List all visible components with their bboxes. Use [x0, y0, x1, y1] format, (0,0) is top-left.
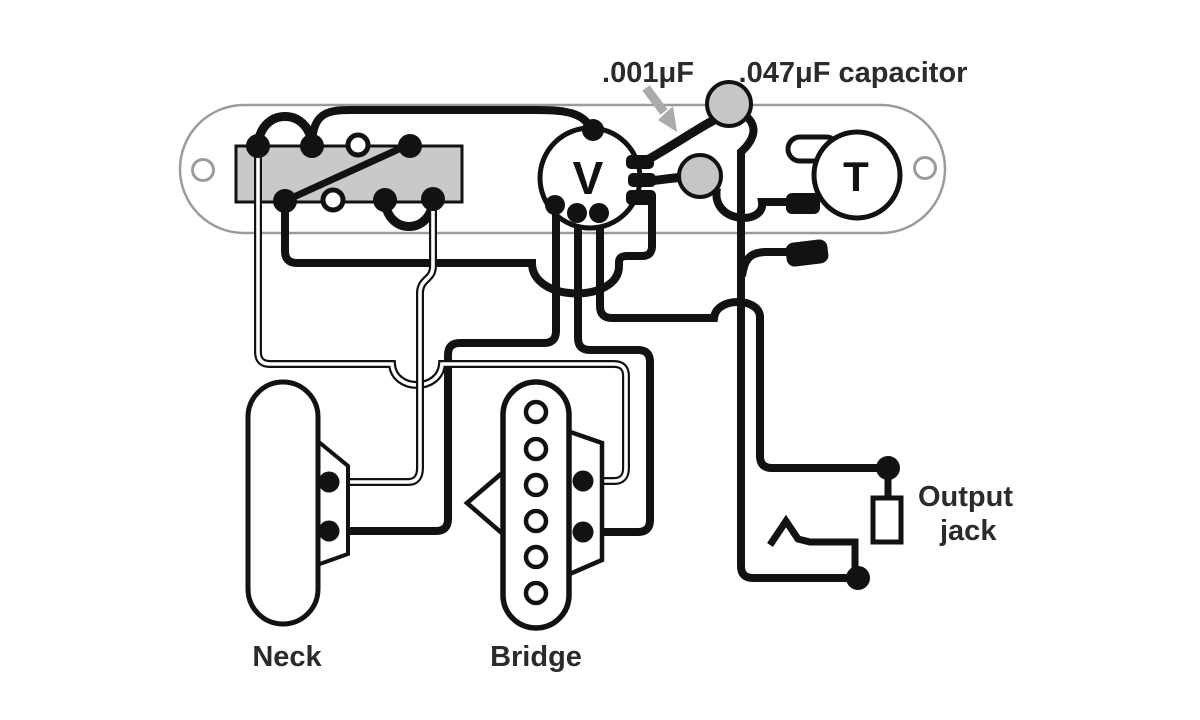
plate-screw-hole-right	[913, 156, 937, 180]
switch-lug	[398, 134, 422, 158]
output-jack-label-line1: Output	[918, 481, 1013, 513]
switch-lug	[300, 134, 324, 158]
tone-lug	[785, 239, 829, 267]
jack-tip-terminal	[876, 456, 900, 480]
wire-volume-input-stub	[641, 192, 655, 203]
tone-pot-label: T	[843, 153, 869, 200]
large-capacitor	[705, 80, 753, 128]
switch-lever-contact	[283, 140, 412, 205]
tone-lug	[786, 193, 820, 214]
wire-neck-hot-core	[340, 204, 435, 484]
volume-pot-label: V	[573, 152, 604, 204]
volume-bottom-lug	[567, 203, 587, 223]
bridge-terminal-ground	[572, 521, 594, 543]
large-cap-label: .047μF capacitor	[739, 57, 968, 89]
wire-neck-ground	[338, 208, 560, 535]
switch-lug	[273, 189, 297, 213]
neck-pickup	[245, 379, 321, 627]
small-capacitor	[677, 153, 723, 199]
bridge-pickup	[500, 379, 572, 631]
wire-bridge-ground	[574, 215, 654, 536]
bridge-pole-pieces	[523, 399, 549, 606]
switch-lug	[246, 134, 270, 158]
output-jack-label-line2: jack	[939, 515, 997, 547]
neck-terminal-hot	[318, 471, 340, 493]
wire-bridge-hot-core	[256, 150, 628, 483]
jack-sleeve-terminal	[846, 566, 870, 590]
wire-volume-to-large-cap	[637, 116, 717, 168]
wire-switch-to-volume	[281, 196, 656, 298]
small-cap-label: .001μF	[602, 57, 694, 89]
neck-label: Neck	[252, 641, 322, 673]
switch-lug-open	[345, 132, 371, 158]
wire-tone-ground	[738, 248, 790, 277]
wire-hot-to-jack	[596, 213, 882, 472]
volume-bottom-lug	[545, 195, 565, 215]
plate-screw-hole-left	[191, 158, 215, 182]
jack-spring-contact	[767, 514, 859, 570]
wire-cap-to-tone	[712, 187, 790, 222]
tone-pot	[811, 129, 903, 221]
neck-terminal-ground	[318, 520, 340, 542]
wire-ground-rail	[737, 112, 852, 582]
jack-body	[870, 495, 904, 545]
wire-switch-to-volume-top	[308, 106, 595, 147]
switch-lug	[373, 188, 397, 212]
switch-lug	[421, 187, 445, 211]
volume-top-lug	[582, 119, 604, 141]
small-cap-arrow-icon	[642, 85, 677, 132]
bridge-label: Bridge	[490, 641, 582, 673]
volume-bottom-lug	[589, 203, 609, 223]
bridge-terminal-hot	[572, 470, 594, 492]
switch-lug-open	[320, 187, 346, 213]
